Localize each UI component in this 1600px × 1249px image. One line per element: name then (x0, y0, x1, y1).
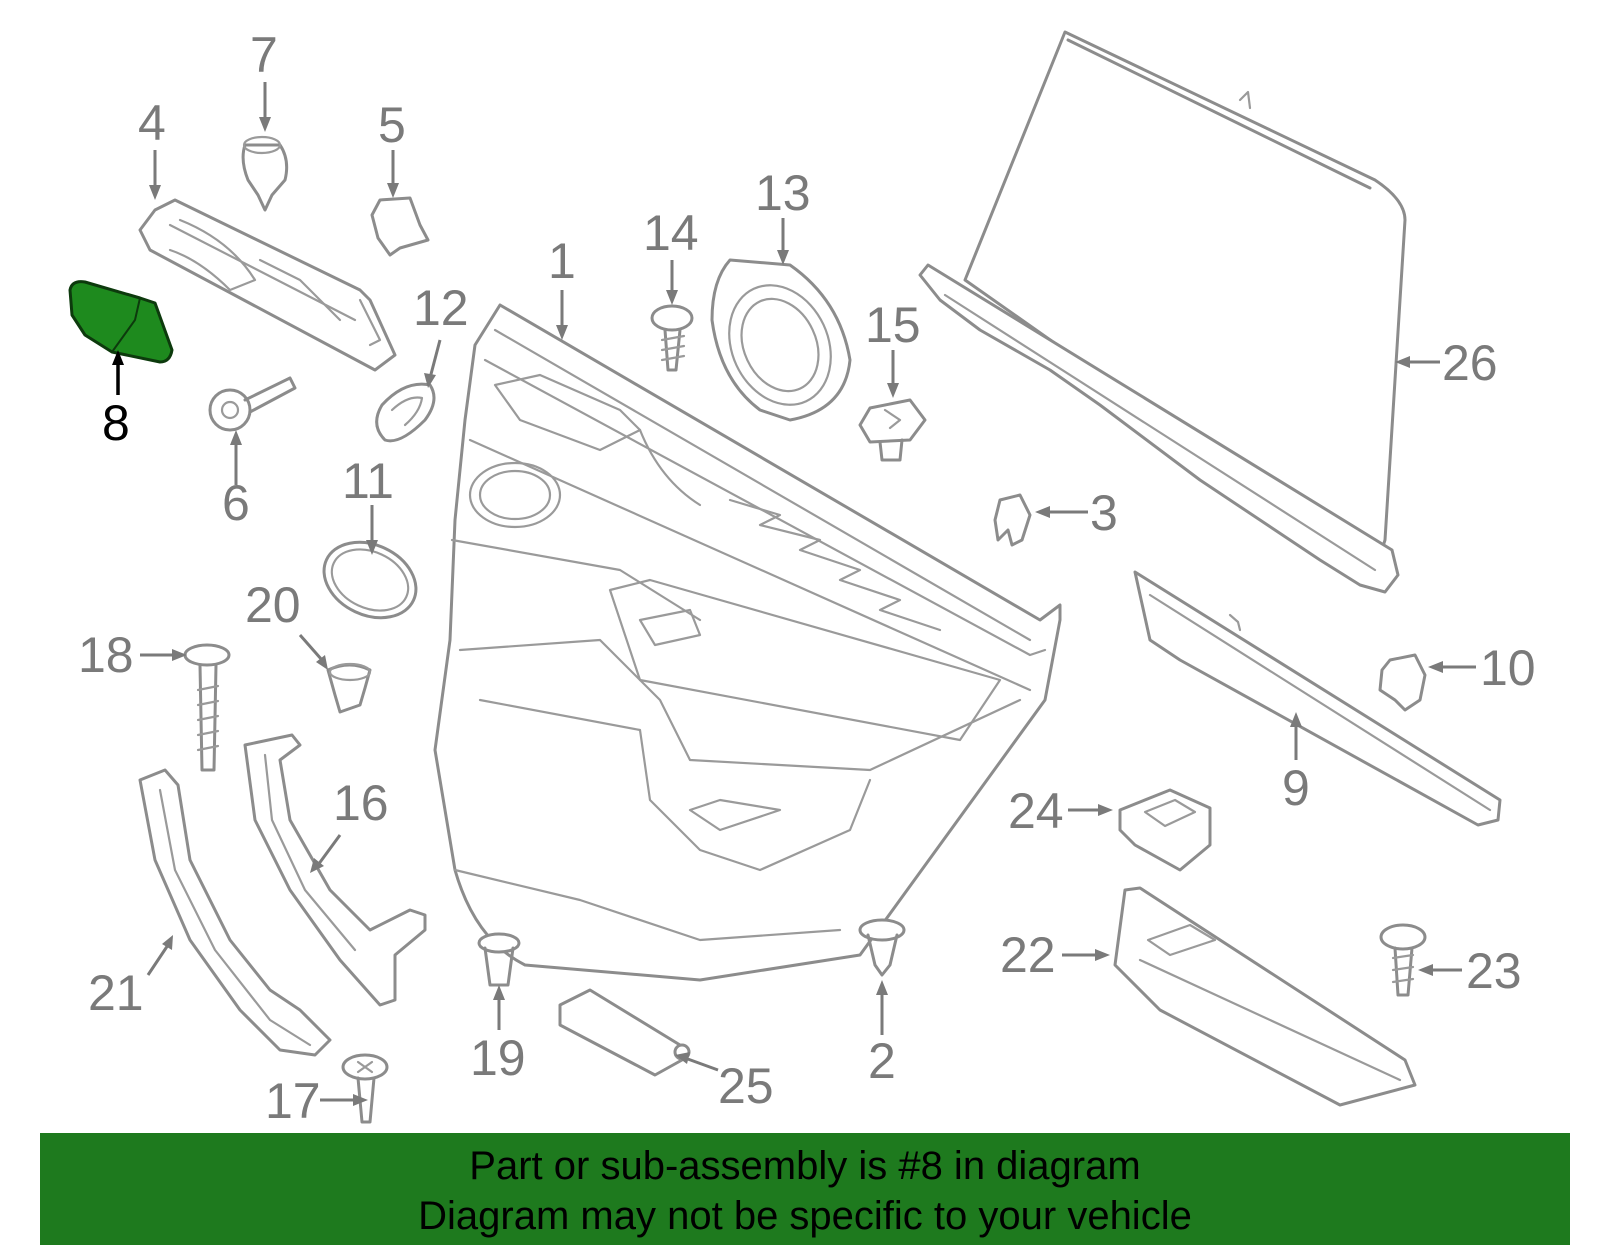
callout-4: 4 (138, 95, 166, 151)
callout-8: 8 (102, 395, 130, 451)
part-5-retainer (370, 196, 430, 257)
part-26-sunshade (918, 30, 1407, 594)
part-11-ring (322, 540, 418, 620)
part-25-light-module (558, 988, 691, 1077)
part-8-handle-insert (68, 280, 174, 364)
callout-1: 1 (548, 233, 576, 289)
part-10-clip (1378, 653, 1427, 712)
callout-15: 15 (865, 297, 921, 353)
part-7-clip (241, 135, 289, 212)
banner-line-2: Diagram may not be specific to your vehi… (418, 1194, 1192, 1238)
callout-25: 25 (718, 1058, 774, 1114)
callout-14: 14 (643, 205, 699, 261)
part-4-handle-bezel (138, 198, 397, 372)
part-17-screw (341, 1053, 389, 1124)
part-13-speaker-grille (710, 258, 852, 422)
callout-16: 16 (333, 775, 389, 831)
part-21-armrest-trim (138, 768, 332, 1057)
part-2-clip (858, 918, 906, 977)
callout-23: 23 (1466, 943, 1522, 999)
callout-21: 21 (88, 965, 144, 1021)
callout-10: 10 (1480, 640, 1536, 696)
callout-3: 3 (1090, 485, 1118, 541)
callout-9: 9 (1282, 760, 1310, 816)
callout-26: 26 (1442, 335, 1498, 391)
part-9-trim-strip (1133, 570, 1502, 827)
callout-7: 7 (250, 27, 278, 83)
part-16-pull-strap (243, 733, 427, 1007)
part-23-screw (1379, 923, 1427, 997)
part-22-switch-panel (1113, 886, 1417, 1107)
callout-labels: 1 2 3 4 5 6 7 8 9 10 11 12 13 14 15 16 1… (78, 27, 1536, 1129)
callout-5: 5 (378, 97, 406, 153)
callout-20: 20 (245, 577, 301, 633)
callout-19: 19 (470, 1030, 526, 1086)
info-banner: Part or sub-assembly is #8 in diagram Di… (40, 1133, 1570, 1245)
part-20-clip (326, 662, 372, 714)
part-24-switch (1118, 788, 1212, 872)
leader-arrows (112, 82, 1476, 1106)
callout-13: 13 (755, 165, 811, 221)
callout-22: 22 (1000, 927, 1056, 983)
part-15-clip (858, 398, 927, 462)
callout-2: 2 (868, 1033, 896, 1089)
part-14-screw (650, 304, 694, 372)
callout-11: 11 (342, 453, 394, 509)
part-6-screw (208, 376, 297, 432)
part-1-door-trim-panel (433, 303, 1062, 982)
callout-6: 6 (222, 475, 250, 531)
callout-17: 17 (265, 1073, 321, 1129)
part-12-bezel-insert (375, 382, 436, 443)
callout-12: 12 (413, 280, 469, 336)
callout-24: 24 (1008, 783, 1064, 839)
part-3-clip (993, 493, 1032, 547)
part-18-bolt (183, 643, 231, 772)
callout-18: 18 (78, 627, 134, 683)
banner-line-1: Part or sub-assembly is #8 in diagram (469, 1144, 1141, 1188)
